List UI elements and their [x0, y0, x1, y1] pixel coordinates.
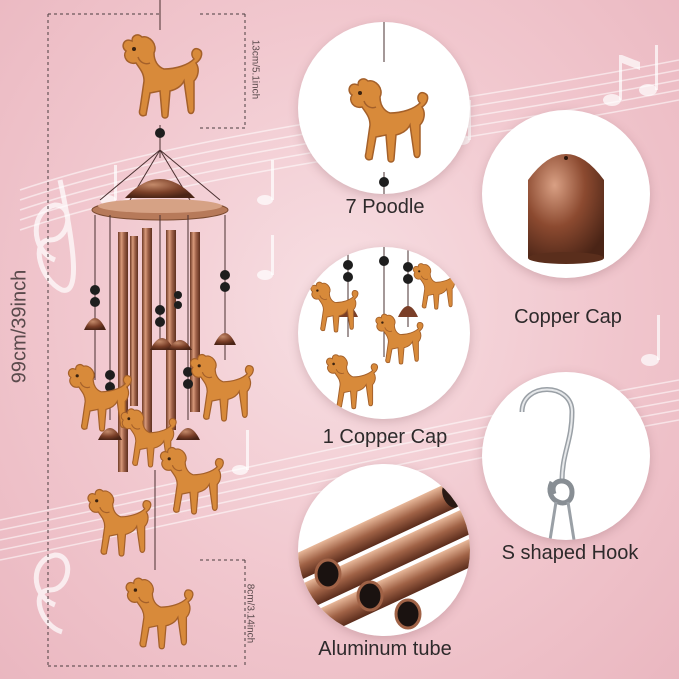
feature-circle-s-hook [482, 372, 650, 540]
poodles-with-caps-icon [310, 247, 457, 410]
aluminum-tube-label: Aluminum tube [318, 638, 452, 660]
feature-circle-copper-cap [482, 110, 650, 278]
poodle-icon [348, 22, 429, 194]
aluminum-tubes-icon [298, 483, 470, 636]
feature-circle-copper-cap-poodles [298, 247, 470, 419]
copper-cap-icon [528, 154, 604, 264]
one-copper-cap-label: 1 Copper Cap [322, 426, 448, 448]
feature-circle-aluminum-tube [298, 464, 470, 636]
s-hook-label: S shaped Hook [501, 542, 639, 564]
feature-circle-poodle [298, 22, 470, 194]
poodle-count-label: 7 Poodle [345, 196, 425, 218]
copper-cap-label: Copper Cap [514, 306, 622, 328]
s-hook-icon [519, 387, 576, 540]
